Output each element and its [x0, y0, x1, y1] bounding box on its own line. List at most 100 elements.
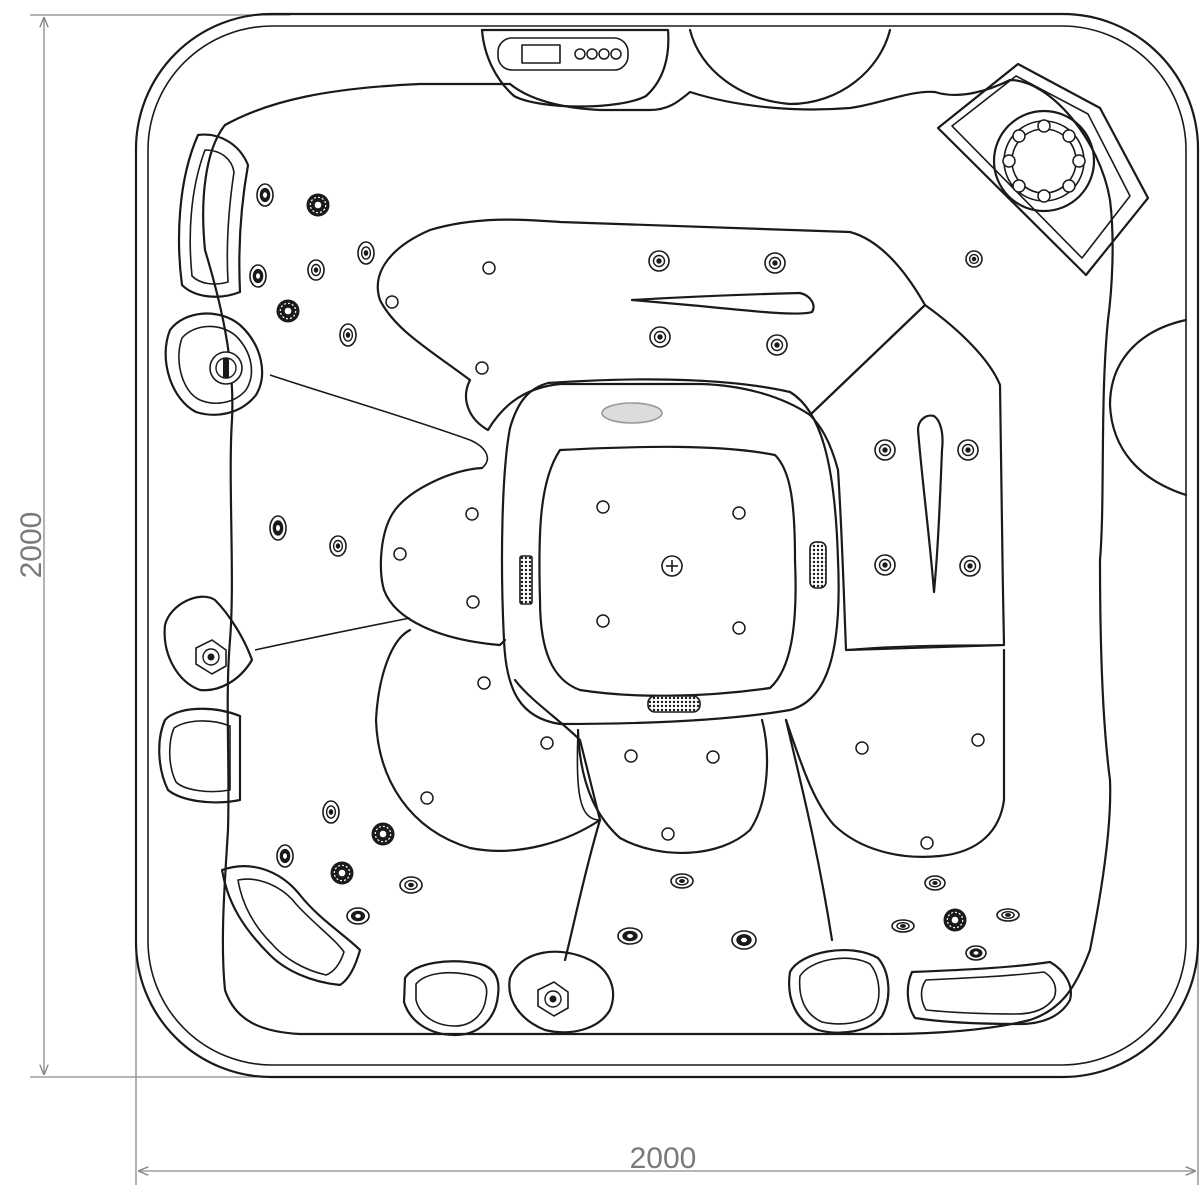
jet-icon [357, 241, 375, 265]
rotary-jet-icon [276, 299, 300, 323]
rotary-jet-icon [371, 822, 395, 846]
shell-outline [134, 12, 1200, 1079]
filter-lid-inner [951, 75, 1131, 259]
seat-divider-left-bottom [254, 617, 411, 651]
pillow-bottom-left-inner [237, 878, 345, 976]
jet-icon [965, 250, 983, 268]
slot-jet-right [916, 414, 944, 594]
jet-icon [965, 945, 987, 961]
air-hole [466, 595, 480, 609]
rotary-jet-icon [943, 908, 967, 932]
panel-button [610, 48, 622, 60]
filter-notches [1002, 119, 1086, 203]
filter-lid [936, 62, 1150, 277]
seat-lower-left [374, 628, 602, 852]
rotary-jet-icon [330, 861, 354, 885]
jet-icon [307, 259, 325, 281]
jet-icon [874, 554, 896, 576]
air-hole [920, 836, 934, 850]
air-hole [477, 676, 491, 690]
jet-icon [670, 873, 694, 889]
cup-holder-bottom-right [788, 948, 890, 1034]
cup-holder-bottom-left [402, 960, 500, 1037]
cup-holder-left-upper-inner [178, 325, 253, 404]
jets [249, 183, 1020, 961]
air-hole [706, 750, 720, 764]
cup-holder-left-upper [164, 312, 264, 416]
right-edge-notch [1108, 318, 1188, 497]
rotary-jet-icon [306, 193, 330, 217]
filter-ring-outer [992, 109, 1096, 213]
height-dimension-label: 2000 [15, 512, 48, 579]
jet-icon [957, 439, 979, 461]
filter-compartment [936, 62, 1150, 277]
air-holes [385, 261, 985, 850]
width-dimension-label: 2000 [630, 1142, 697, 1175]
air-hole [475, 361, 489, 375]
pillow-top-left-inner [189, 149, 235, 285]
air-hole [393, 547, 407, 561]
seat-bottom-middle [576, 718, 769, 855]
air-hole [971, 733, 985, 747]
air-control-bottom-recess [508, 950, 615, 1034]
control-panel [480, 28, 670, 108]
cup-holder-bottom-right-inner [798, 957, 880, 1025]
jet-icon [874, 439, 896, 461]
jet-icon [891, 919, 915, 933]
panel-button [598, 48, 610, 60]
jet-icon [617, 927, 643, 945]
suction-grate-bottom [647, 695, 701, 713]
air-hole [420, 791, 434, 805]
air-hole [465, 507, 479, 521]
slot-jets [630, 291, 944, 594]
basin-outline [202, 78, 1114, 1036]
cup-holders [158, 312, 890, 1037]
jet-icon [649, 326, 671, 348]
suction-grate-right [809, 541, 827, 589]
footwell-line-left [563, 818, 602, 962]
suction-grate-left [519, 555, 533, 605]
jet-icon [346, 907, 370, 925]
seat-lower-right [784, 648, 1006, 858]
control-panel-display [521, 44, 561, 64]
footwell-outer [500, 378, 840, 726]
cup-holder-bottom-left-inner [415, 971, 488, 1027]
seat-left-middle [379, 466, 507, 647]
seat-divider-right [845, 644, 1005, 651]
air-hole [540, 736, 554, 750]
pillow-bottom-left [220, 865, 362, 987]
control-panel-buttons [574, 48, 622, 60]
air-hole [732, 621, 746, 635]
seats [254, 218, 1006, 962]
pillow-top-left [177, 133, 250, 298]
jet-icon [731, 930, 757, 950]
jet-icon [329, 535, 347, 557]
footwell-line-mid [576, 729, 601, 821]
jet-icon [249, 264, 267, 288]
jet-icon [339, 323, 357, 347]
footwell-line-right [784, 718, 834, 942]
air-hole [596, 500, 610, 514]
air-hole [624, 749, 638, 763]
jet-icon [322, 800, 340, 824]
footwell [500, 378, 840, 726]
slot-jet-top [630, 291, 815, 315]
panel-button [586, 48, 598, 60]
jet-icon [269, 515, 287, 541]
pillow-bottom-right [906, 960, 1072, 1026]
seat-top-lounge [376, 218, 927, 432]
dimension-lines [30, 14, 1199, 1185]
jet-icon [959, 555, 981, 577]
air-hole [385, 295, 399, 309]
underwater-light-icon [601, 402, 663, 424]
jet-icon [399, 876, 423, 894]
air-hole [482, 261, 496, 275]
jet-icon [764, 252, 786, 274]
jet-icon [924, 875, 946, 891]
shell-outer-edge [134, 12, 1200, 1079]
headrests [177, 133, 1072, 1026]
jet-icon [766, 334, 788, 356]
top-edge-notch [688, 28, 892, 106]
shell-inner-edge [147, 25, 1187, 1066]
